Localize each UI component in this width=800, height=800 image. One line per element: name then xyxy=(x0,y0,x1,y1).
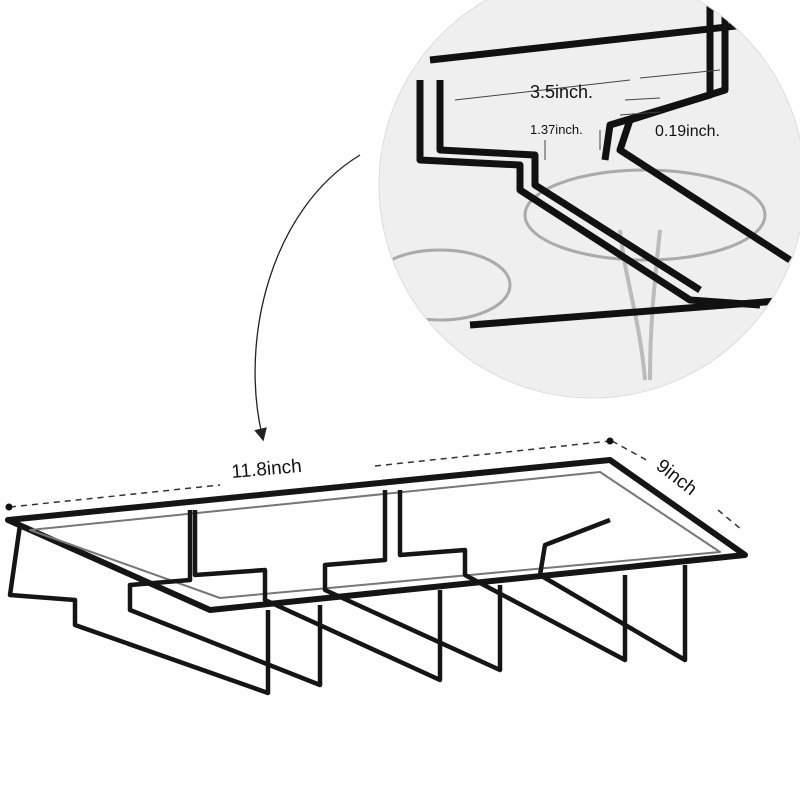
dimension-lines xyxy=(9,440,743,531)
wine-glass-rack xyxy=(5,457,748,696)
callout-arrow-icon xyxy=(254,154,361,442)
inset-depth-label: 1.37inch. xyxy=(530,122,583,137)
inset-width-label: 3.5inch. xyxy=(530,82,593,102)
zoom-inset: 3.5inch. 1.37inch. 0.19inch. xyxy=(379,0,800,398)
length-label: 11.8inch xyxy=(231,456,303,483)
inset-thickness-label: 0.19inch. xyxy=(655,123,720,140)
